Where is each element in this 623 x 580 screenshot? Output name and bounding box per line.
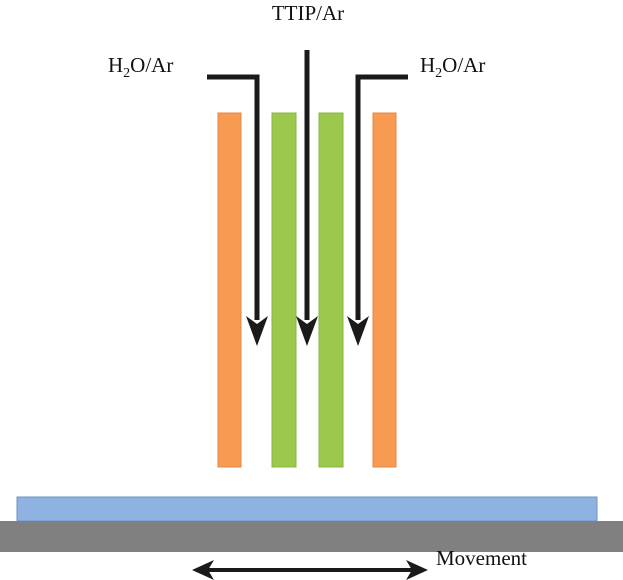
substrate	[16, 496, 598, 522]
right-gas-label-prefix: H	[420, 53, 435, 77]
movement-arrow	[192, 560, 428, 580]
right-inner-plate	[318, 112, 344, 468]
right-outer-plate	[372, 112, 397, 468]
left-gas-label: H2O/Ar	[108, 53, 173, 81]
left-gas-flow-arrow	[207, 74, 268, 346]
left-outer-plate	[217, 112, 242, 468]
left-inner-plate	[271, 112, 297, 468]
left-gas-label-subscript: 2	[123, 66, 130, 81]
center-gas-flow-arrow	[296, 50, 318, 346]
right-gas-label-subscript: 2	[435, 66, 442, 81]
stage	[0, 521, 623, 552]
center-gas-label: TTIP/Ar	[272, 1, 344, 25]
right-gas-label-suffix: O/Ar	[442, 53, 485, 77]
left-gas-label-suffix: O/Ar	[130, 53, 173, 77]
right-gas-label: H2O/Ar	[420, 53, 485, 81]
left-gas-label-prefix: H	[108, 53, 123, 77]
right-gas-flow-arrow	[347, 74, 408, 346]
movement-label: Movement	[436, 546, 527, 570]
